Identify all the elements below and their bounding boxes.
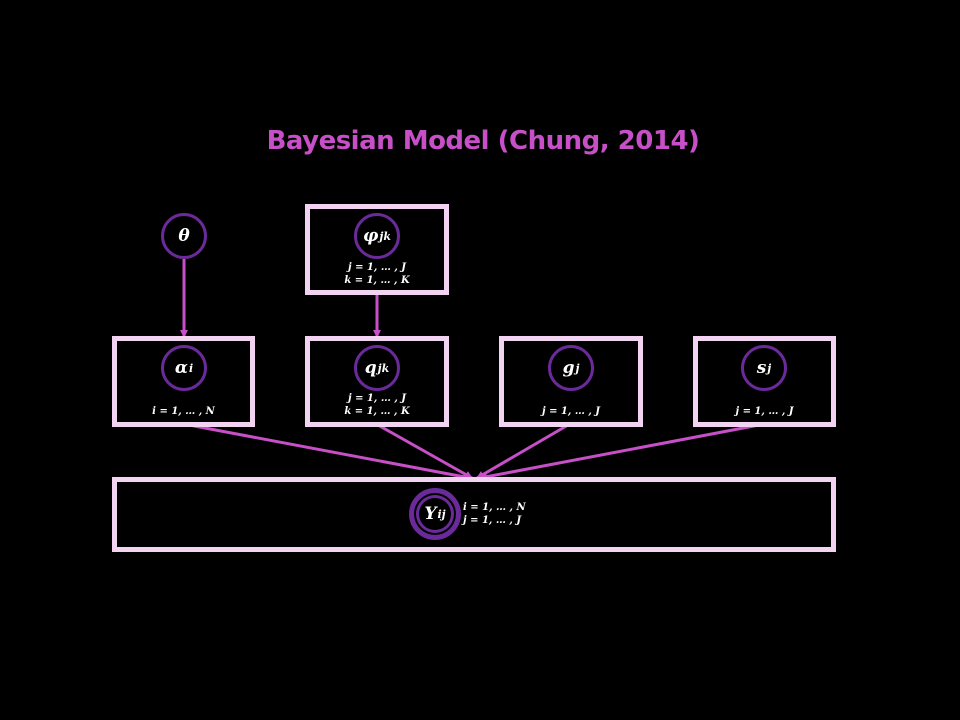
g-index-labels: j = 1, … , J xyxy=(499,405,643,418)
edge-q-to-y xyxy=(377,423,473,480)
alpha-index-i: i = 1, … , N xyxy=(152,406,215,417)
y-index-i: i = 1, … , N xyxy=(463,502,526,513)
alpha-symbol: α xyxy=(174,358,188,378)
y-index-labels: i = 1, … , N j = 1, … , J xyxy=(463,501,526,527)
edge-alpha-to-y xyxy=(188,423,471,481)
y-subscript: ij xyxy=(437,507,446,521)
q-index-j: j = 1, … , J xyxy=(347,393,407,404)
theta-node: θ xyxy=(161,213,207,259)
g-index-j: j = 1, … , J xyxy=(541,406,601,417)
q-index-k: k = 1, … , K xyxy=(344,406,410,417)
phi-symbol: φ xyxy=(363,226,379,246)
q-subscript: jk xyxy=(377,361,390,375)
s-index-labels: j = 1, … , J xyxy=(693,405,836,418)
phi-plate xyxy=(305,204,449,295)
theta-symbol: θ xyxy=(178,226,190,246)
alpha-index-labels: i = 1, … , N xyxy=(112,405,255,418)
q-symbol: q xyxy=(364,358,377,378)
y-symbol: Y xyxy=(424,504,437,524)
g-symbol: g xyxy=(562,358,575,378)
phi-index-j: j = 1, … , J xyxy=(347,262,407,273)
s-subscript: j xyxy=(767,361,772,375)
y-index-j: j = 1, … , J xyxy=(463,515,522,526)
g-subscript: j xyxy=(575,361,580,375)
phi-index-k: k = 1, … , K xyxy=(344,275,410,286)
alpha-plate xyxy=(112,336,255,427)
phi-index-labels: j = 1, … , J k = 1, … , K xyxy=(305,261,449,287)
s-index-j: j = 1, … , J xyxy=(735,406,794,417)
edge-g-to-y xyxy=(476,423,569,480)
alpha-subscript: i xyxy=(188,361,194,375)
s-plate xyxy=(693,336,836,427)
diagram-title: Bayesian Model (Chung, 2014) xyxy=(266,126,700,156)
g-plate xyxy=(499,336,643,427)
y-plate xyxy=(112,477,836,552)
edge-s-to-y xyxy=(479,423,760,481)
s-symbol: s xyxy=(756,358,767,378)
q-plate xyxy=(305,336,449,427)
q-index-labels: j = 1, … , J k = 1, … , K xyxy=(305,392,449,418)
phi-subscript: jk xyxy=(379,229,391,243)
